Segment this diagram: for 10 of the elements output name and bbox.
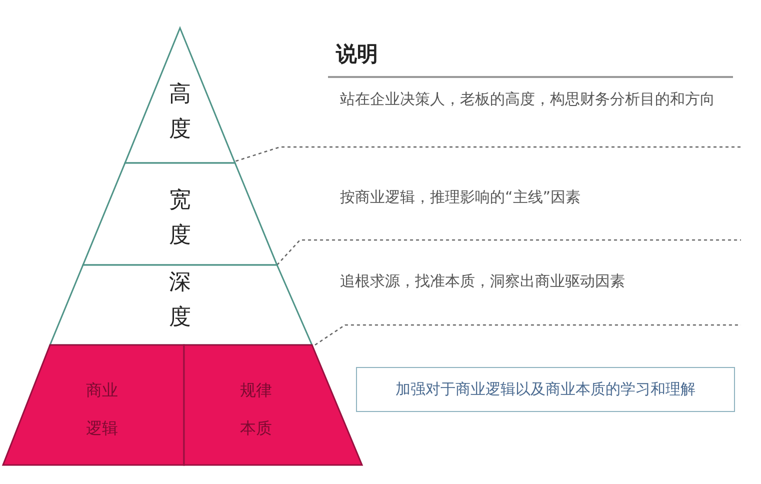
- pyramid-tier: 深度: [50, 265, 312, 345]
- description-text: 按商业逻辑，推理影响的“主线”因素: [340, 187, 582, 208]
- pyramid-base-cell: 商业逻辑: [3, 345, 184, 465]
- pyramid-tier: 宽度: [83, 163, 277, 265]
- description-text: 追根求源，找准本质，洞察出商业驱动因素: [340, 271, 626, 292]
- note-box: 加强对于商业逻辑以及商业本质的学习和理解: [356, 367, 735, 412]
- description-text: 站在企业决策人，老板的高度，构思财务分析目的和方向: [340, 89, 716, 110]
- pyramid-base-cell: 规律本质: [184, 345, 362, 465]
- title: 说明: [336, 41, 378, 68]
- pyramid-tier: 高度: [125, 28, 235, 163]
